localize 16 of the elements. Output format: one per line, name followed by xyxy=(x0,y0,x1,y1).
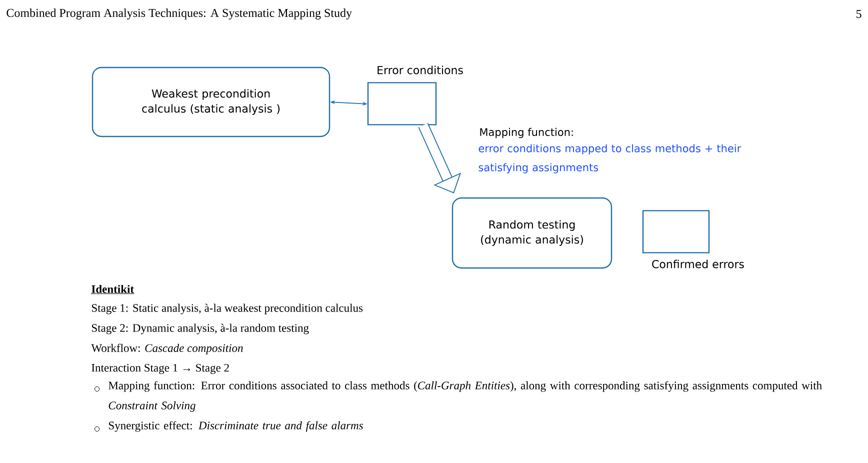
section-heading: Identikit xyxy=(92,284,134,294)
arrow xyxy=(418,122,462,194)
annotation-text: error conditions mapped to class methods + their satisfying assignments xyxy=(478,144,742,174)
body-text: Stage 2: Dynamic analysis, à-la random testing xyxy=(92,324,309,334)
page-number: 5 xyxy=(856,10,862,18)
edge-label: Mapping function: xyxy=(480,128,573,138)
bullet-text: Synergistic effect: Discriminate true and false alarms xyxy=(108,421,363,432)
database-label: Confirmed errors xyxy=(652,260,744,268)
database-label: Error conditions xyxy=(378,66,463,74)
body-text: Interaction Stage 1 → Stage 2 xyxy=(92,364,229,374)
body-text: Workflow: Cascade composition xyxy=(91,344,243,354)
process-box: Weakest precondition calculus (static analysis ) xyxy=(92,66,330,138)
running-title: Combined Program Analysis Techniques: A Systematic Mapping Study xyxy=(6,8,352,20)
process-box: Random testing (dynamic analysis) xyxy=(452,197,612,269)
bullet-text: Mapping function: Error conditions associated to class methods (Call-Graph Entities), along with corresponding satisfying assignments computed with Constraint Solving xyxy=(108,381,822,412)
body-text: Stage 1: Static analysis, à-la weakest precondition calculus xyxy=(92,304,363,314)
